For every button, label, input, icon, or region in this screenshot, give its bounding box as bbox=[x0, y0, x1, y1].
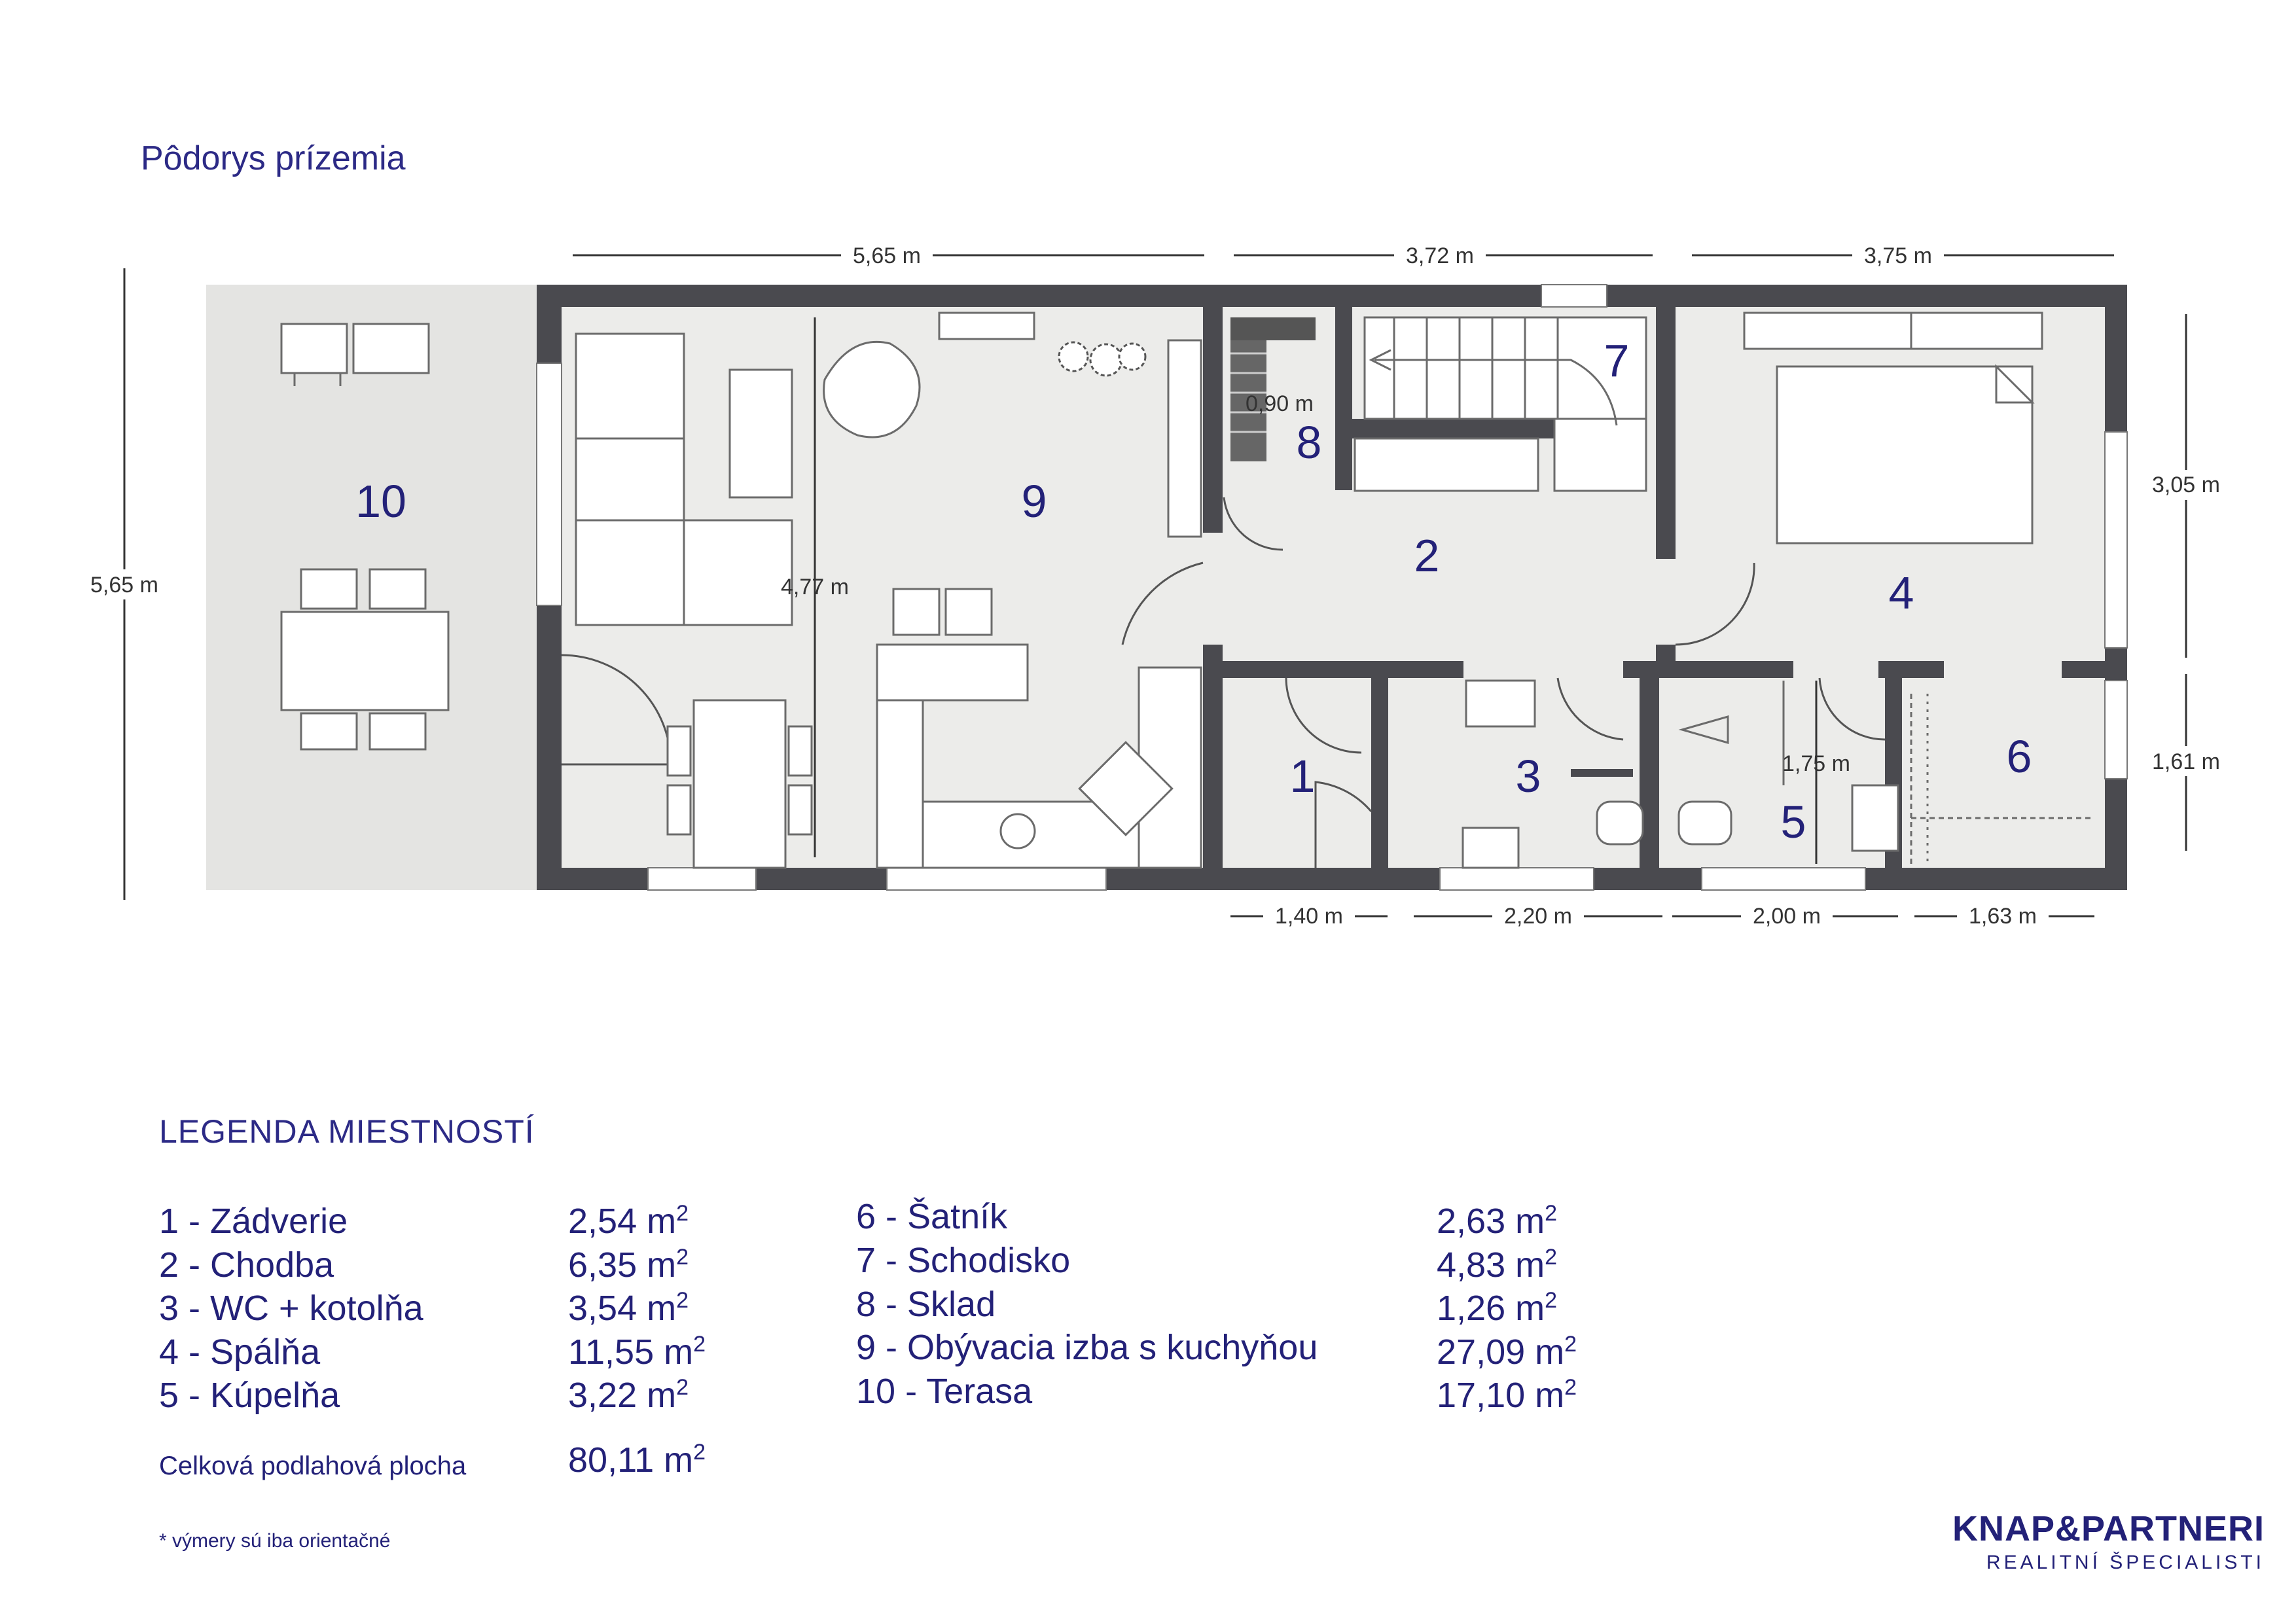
legend-item-name: 6 - Šatník bbox=[856, 1197, 1008, 1236]
storage-shelves bbox=[1230, 317, 1316, 461]
dim-bottom-3: 2,00 m bbox=[1753, 904, 1821, 929]
dim-right-upper: 3,05 m bbox=[2152, 473, 2220, 497]
room-number-1: 1 bbox=[1290, 751, 1316, 802]
room-number-5: 5 bbox=[1781, 796, 1806, 847]
legend-item-area: 11,55 m2 bbox=[568, 1332, 706, 1372]
legend-item-area: 27,09 m2 bbox=[1437, 1332, 1577, 1372]
room-number-3: 3 bbox=[1516, 751, 1541, 802]
legend-item-name: 9 - Obývacia izba s kuchyňou bbox=[856, 1328, 1318, 1367]
dim-bath-height: 1,75 m bbox=[1782, 751, 1850, 776]
staircase bbox=[1354, 316, 1647, 492]
dim-top-middle: 3,72 m bbox=[1406, 243, 1474, 268]
legend-item-name: 1 - Zádverie bbox=[159, 1202, 348, 1241]
living-furniture bbox=[575, 312, 1202, 869]
dim-left-total: 5,65 m bbox=[90, 573, 158, 597]
dim-top-living: 5,65 m bbox=[853, 243, 921, 268]
dim-top-right: 3,75 m bbox=[1864, 243, 1932, 268]
legend-item-area: 2,54 m2 bbox=[568, 1201, 689, 1241]
dim-right-lower: 1,61 m bbox=[2152, 749, 2220, 774]
legend-item-area: 2,63 m2 bbox=[1437, 1201, 1558, 1241]
plan-title: Pôdorys prízemia bbox=[141, 139, 406, 177]
bedroom-furniture bbox=[1743, 312, 2043, 544]
legend-item-name: 5 - Kúpelňa bbox=[159, 1376, 340, 1415]
legend-item-name: 8 - Sklad bbox=[856, 1285, 996, 1324]
dim-storage-width: 0,90 m bbox=[1246, 391, 1314, 416]
room-number-8: 8 bbox=[1297, 417, 1322, 468]
legend-item-area: 6,35 m2 bbox=[568, 1245, 689, 1285]
dim-bottom-1: 1,40 m bbox=[1275, 904, 1343, 929]
legend-item-name: 4 - Spálňa bbox=[159, 1332, 321, 1372]
legend-item-name: 10 - Terasa bbox=[856, 1372, 1033, 1411]
room-number-9: 9 bbox=[1022, 476, 1047, 527]
room-number-7: 7 bbox=[1604, 335, 1630, 386]
legend-item-name: 3 - WC + kotolňa bbox=[159, 1289, 423, 1328]
wardrobe-rails bbox=[1910, 694, 2094, 864]
brand-logo: KNAP&PARTNERI REALITNÍ ŠPECIALISTI bbox=[1952, 1508, 2265, 1574]
legend-item-area: 17,10 m2 bbox=[1437, 1375, 1577, 1415]
brand-tagline: REALITNÍ ŠPECIALISTI bbox=[1986, 1552, 2265, 1573]
room-number-4: 4 bbox=[1889, 567, 1914, 618]
floor-plan: 5,65 m 3,72 m 3,75 m 5,65 m 3,05 m 1,61 … bbox=[79, 240, 2232, 931]
dimension-labels: 5,65 m 3,72 m 3,75 m 5,65 m 3,05 m 1,61 … bbox=[79, 240, 2232, 931]
windows bbox=[536, 284, 2128, 891]
dimension-lines bbox=[123, 254, 2187, 918]
room-number-6: 6 bbox=[2007, 731, 2032, 782]
legend-item-name: 7 - Schodisko bbox=[856, 1241, 1071, 1280]
legend-item-area: 4,83 m2 bbox=[1437, 1245, 1558, 1285]
bathroom-fixtures bbox=[1462, 679, 1899, 869]
brand-name: KNAP&PARTNERI bbox=[1952, 1509, 2265, 1548]
legend-title: LEGENDA MIESTNOSTÍ bbox=[159, 1113, 535, 1150]
total-area-value: 80,11 m2 bbox=[568, 1440, 706, 1480]
footnote: * výmery sú iba orientačné bbox=[159, 1530, 391, 1552]
room-number-10: 10 bbox=[355, 476, 406, 527]
total-area-label: Celková podlahová plocha bbox=[159, 1452, 467, 1480]
legend-item-name: 2 - Chodba bbox=[159, 1245, 334, 1285]
plant-icon bbox=[1058, 341, 1147, 377]
legend-item-area: 3,54 m2 bbox=[568, 1288, 689, 1328]
dim-bottom-4: 1,63 m bbox=[1969, 904, 2037, 929]
legend-item-area: 1,26 m2 bbox=[1437, 1288, 1558, 1328]
dim-living-height: 4,77 m bbox=[781, 575, 849, 599]
dim-bottom-2: 2,20 m bbox=[1504, 904, 1572, 929]
terrace-furniture bbox=[280, 323, 450, 751]
room-number-2: 2 bbox=[1414, 530, 1440, 581]
legend-item-area: 3,22 m2 bbox=[568, 1375, 689, 1415]
room-numbers: 1 2 3 4 5 6 7 8 9 10 bbox=[355, 335, 2032, 847]
